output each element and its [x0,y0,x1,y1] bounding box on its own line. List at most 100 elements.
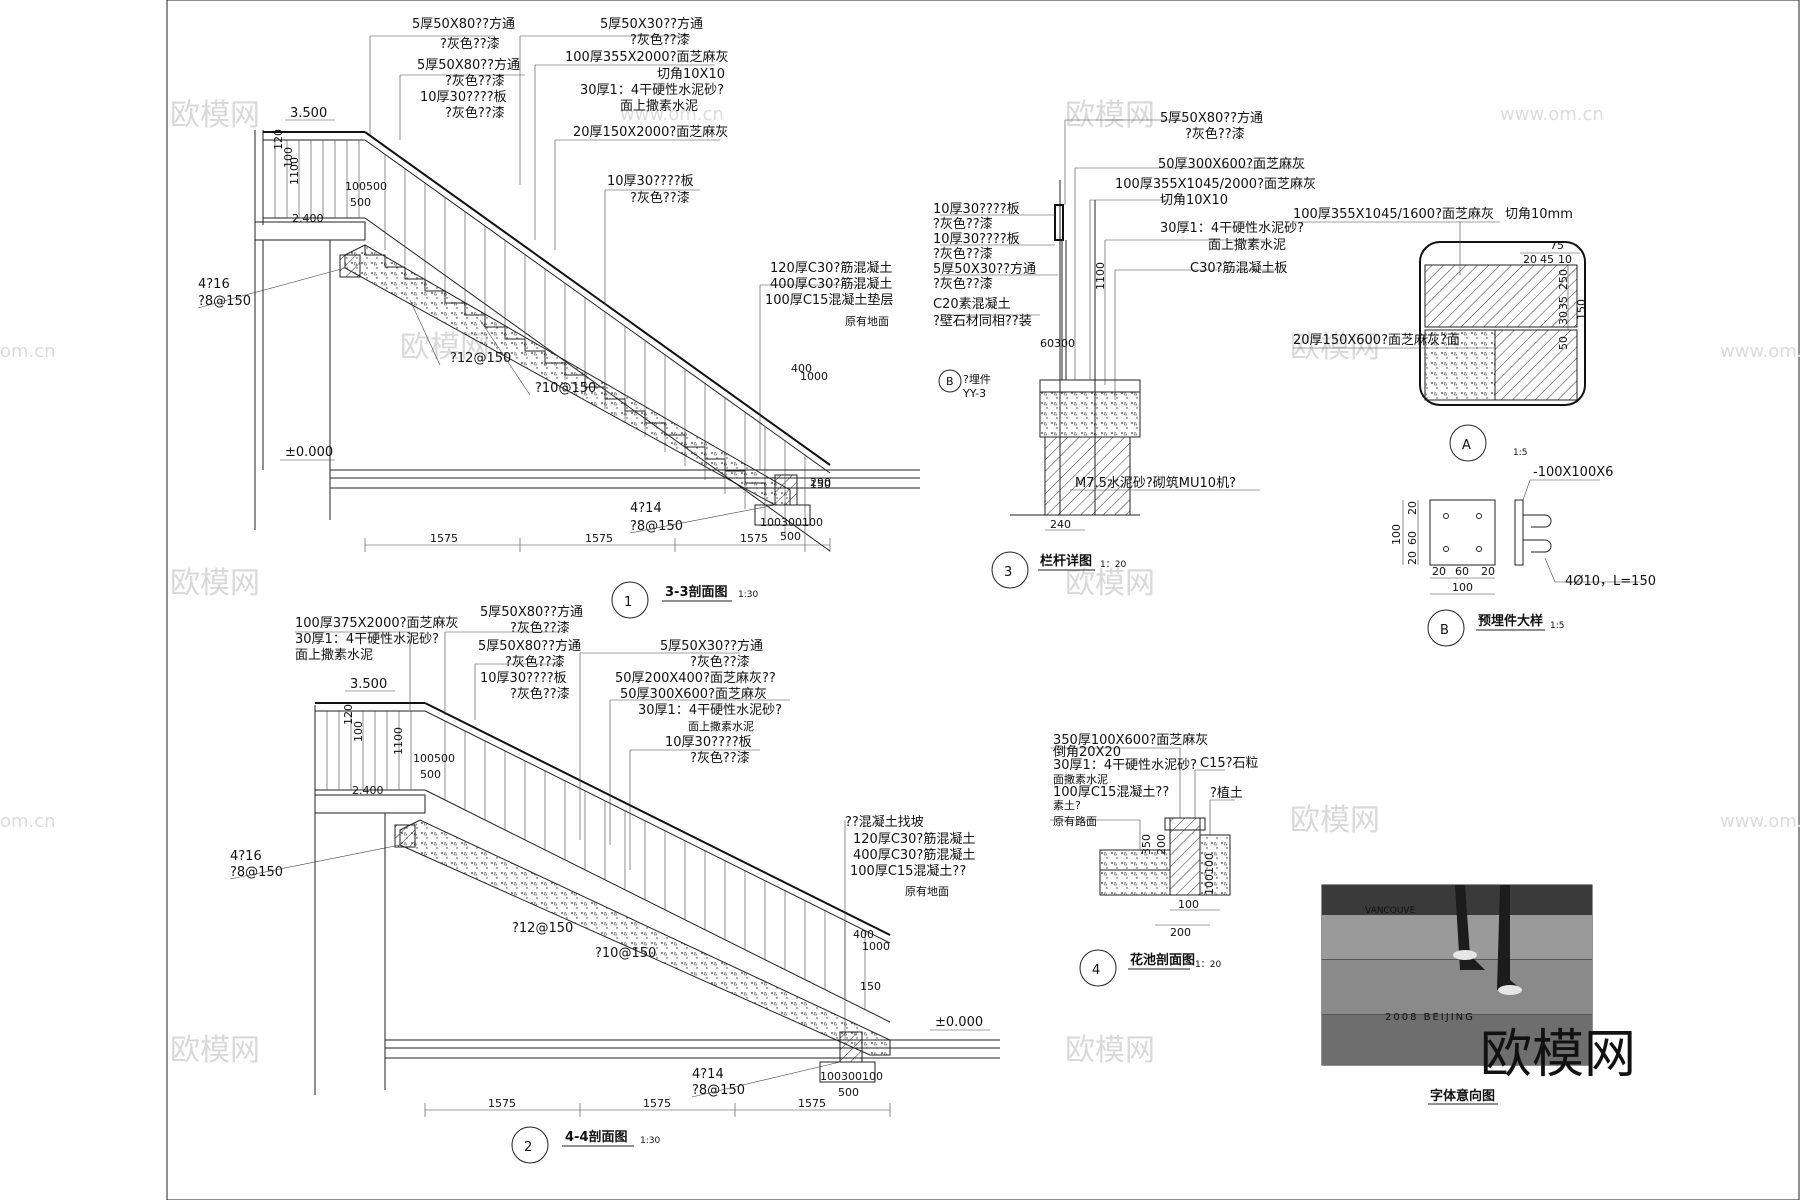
svg-text:200: 200 [1155,834,1168,855]
svg-text:100: 100 [282,147,295,168]
svg-text:C30?筋混凝土板: C30?筋混凝土板 [1190,260,1288,276]
svg-text:M7.5水泥砂?砌筑MU10机?: M7.5水泥砂?砌筑MU10机? [1075,475,1236,491]
svg-text:500: 500 [838,1086,859,1099]
svg-text:1575: 1575 [740,532,768,545]
svg-text:5厚50X80??方通: 5厚50X80??方通 [1160,110,1263,126]
svg-text:120: 120 [272,129,285,150]
svg-text:5厚50X30??方通: 5厚50X30??方通 [600,16,703,32]
svg-text:面上撒素水泥: 面上撒素水泥 [295,647,373,663]
svg-text:30厚1：4干硬性水泥砂?: 30厚1：4干硬性水泥砂? [580,83,724,98]
svg-text:欧模网: 欧模网 [1065,566,1155,601]
svg-text:5厚50X80??方通: 5厚50X80??方通 [412,16,515,32]
svg-text:400: 400 [853,928,874,941]
svg-text:B: B [946,375,954,388]
svg-text:欧模网: 欧模网 [1290,330,1380,365]
svg-text:30厚1：4干硬性水泥砂?: 30厚1：4干硬性水泥砂? [1053,758,1197,773]
svg-text:?灰色??漆: ?灰色??漆 [1185,126,1245,142]
svg-text:切角10mm: 切角10mm [1505,207,1573,222]
svg-text:10厚30????板: 10厚30????板 [933,232,1020,247]
svg-text:?壁石材同相??装: ?壁石材同相??装 [933,314,1032,329]
svg-text:字体意向图: 字体意向图 [1430,1088,1495,1104]
svg-text:欧模网: 欧模网 [1065,98,1155,133]
svg-text:20: 20 [1432,565,1446,578]
svg-text:A: A [1462,438,1471,453]
svg-text:?10@150: ?10@150 [535,381,596,396]
svg-text:100厚375X2000?面芝麻灰: 100厚375X2000?面芝麻灰 [295,615,459,631]
svg-text:20厚150X2000?面芝麻灰: 20厚150X2000?面芝麻灰 [573,124,728,140]
svg-text:欧模网: 欧模网 [170,98,260,133]
svg-text:60: 60 [1455,565,1469,578]
svg-text:om.cn: om.cn [0,341,56,362]
svg-text:3-3剖面图: 3-3剖面图 [665,584,728,600]
svg-text:10厚30????板: 10厚30????板 [665,735,752,750]
svg-text:C20素混凝土: C20素混凝土 [933,296,1011,312]
svg-text:100: 100 [1390,524,1403,545]
font-intent-photo: VANCOUVE 2008 BEIJING 欧模网 字体意向图 [1321,884,1636,1105]
svg-text:1000: 1000 [800,370,828,383]
svg-text:20: 20 [1406,501,1419,515]
svg-text:4?16: 4?16 [198,277,230,292]
svg-text:4Ø10，L=150: 4Ø10，L=150 [1565,574,1656,589]
svg-text:30厚1：4干硬性水泥砂?: 30厚1：4干硬性水泥砂? [638,703,782,718]
svg-text:4: 4 [1092,963,1100,978]
svg-text:-100X100X6: -100X100X6 [1533,465,1613,480]
svg-text:20: 20 [1523,253,1537,266]
railing-detail: 240 1100 60300 5厚50X80??方通 ?灰色??漆 50厚300… [933,110,1316,589]
svg-text:5厚50X80??方通: 5厚50X80??方通 [480,604,583,620]
svg-text:om.cn: om.cn [0,811,56,832]
svg-text:C15?石粒: C15?石粒 [1200,756,1259,771]
svg-text:120厚C30?筋混凝土: 120厚C30?筋混凝土 [853,831,975,847]
svg-text:3.500: 3.500 [290,106,327,121]
svg-text:欧模网: 欧模网 [170,566,260,601]
svg-text:75: 75 [1550,239,1564,252]
svg-text:120: 120 [342,704,355,725]
svg-text:欧模网: 欧模网 [170,1033,260,1068]
svg-text:35: 35 [1557,296,1570,310]
svg-text:?12@150: ?12@150 [450,351,511,366]
svg-text:500: 500 [350,196,371,209]
svg-text:400厚C30?筋混凝土: 400厚C30?筋混凝土 [853,847,975,863]
svg-text:100500: 100500 [413,752,455,765]
svg-text:?灰色??漆: ?灰色??漆 [630,190,690,206]
svg-text:1100: 1100 [392,727,405,755]
svg-text:100: 100 [352,721,365,742]
svg-text:30厚1：4干硬性水泥砂?: 30厚1：4干硬性水泥砂? [1160,221,1304,236]
svg-text:1575: 1575 [798,1097,826,1110]
svg-text:www.om.cn: www.om.cn [1500,104,1604,125]
svg-text:YY-3: YY-3 [962,387,986,400]
svg-text:500: 500 [780,530,801,543]
svg-text:?12@150: ?12@150 [512,921,573,936]
svg-text:?灰色??漆: ?灰色??漆 [505,654,565,670]
svg-text:?灰色??漆: ?灰色??漆 [690,654,750,670]
svg-text:1575: 1575 [643,1097,671,1110]
svg-text:B: B [1440,623,1449,638]
svg-text:1575: 1575 [430,532,458,545]
svg-text:20厚150X600?面芝麻灰?面: 20厚150X600?面芝麻灰?面 [1293,332,1460,348]
svg-text:290: 290 [810,476,831,489]
balusters-44 [444,721,866,1010]
svg-text:2008 BEIJING: 2008 BEIJING [1385,1012,1475,1023]
svg-text:50厚300X600?面芝麻灰: 50厚300X600?面芝麻灰 [620,686,767,702]
svg-text:1100: 1100 [288,157,301,185]
svg-text:1575: 1575 [488,1097,516,1110]
svg-text:10厚30????板: 10厚30????板 [420,90,507,105]
svg-text:2: 2 [524,1140,532,1155]
svg-text:350: 350 [1140,834,1153,855]
svg-text:4?16: 4?16 [230,849,262,864]
svg-text:200: 200 [1170,926,1191,939]
detail-a: 75 20 45 10 250 35 30 50 150 100厚355X104… [1293,206,1588,462]
svg-text:350厚100X600?面芝麻灰: 350厚100X600?面芝麻灰 [1053,732,1208,748]
svg-text:45: 45 [1540,253,1554,266]
svg-text:www.om.cn: www.om.cn [1720,341,1800,362]
svg-text:1: 1 [624,595,632,610]
svg-text:?灰色??漆: ?灰色??漆 [933,216,993,232]
svg-text:?灰色??漆: ?灰色??漆 [933,246,993,262]
sneaker-icon [1453,950,1477,960]
brand-watermark-large: 欧模网 [1480,1025,1636,1085]
svg-text:150: 150 [1575,299,1588,320]
svg-text:?灰色??漆: ?灰色??漆 [510,620,570,636]
svg-text:100厚355X1045/1600?面芝麻灰: 100厚355X1045/1600?面芝麻灰 [1293,206,1494,222]
svg-text:1000: 1000 [862,940,890,953]
svg-text:400: 400 [791,362,812,375]
